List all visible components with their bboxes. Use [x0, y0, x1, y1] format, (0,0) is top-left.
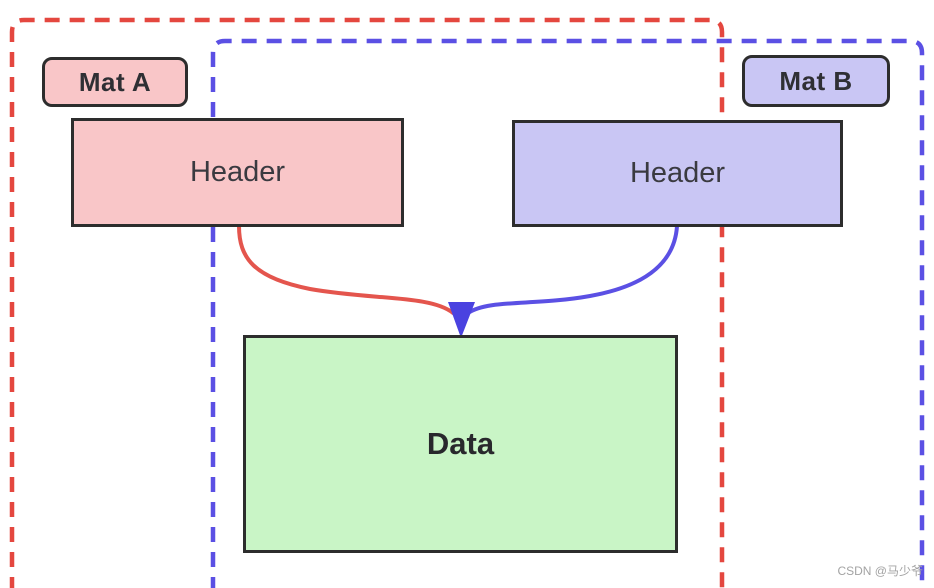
- mat-a-label-text: Mat A: [78, 66, 152, 97]
- data-box-text: Data: [426, 426, 495, 461]
- header-b-text: Header: [629, 157, 726, 189]
- mat-a-label: Mat A: [42, 57, 188, 107]
- mat-a-boundary-dashed: [9, 17, 725, 588]
- data-box: Data: [243, 335, 678, 553]
- header-b-box: Header: [512, 120, 843, 227]
- red-connector-curve: [237, 224, 455, 315]
- blue-connector-curve: [466, 224, 679, 315]
- watermark: CSDN @马少爷: [837, 564, 923, 578]
- arrowhead-icon: [448, 302, 475, 338]
- mat-b-label: Mat B: [742, 55, 890, 107]
- header-a-text: Header: [189, 156, 286, 188]
- mat-b-boundary-dashed: [210, 38, 925, 588]
- mat-b-label-text: Mat B: [779, 65, 853, 96]
- header-a-box: Header: [71, 118, 404, 227]
